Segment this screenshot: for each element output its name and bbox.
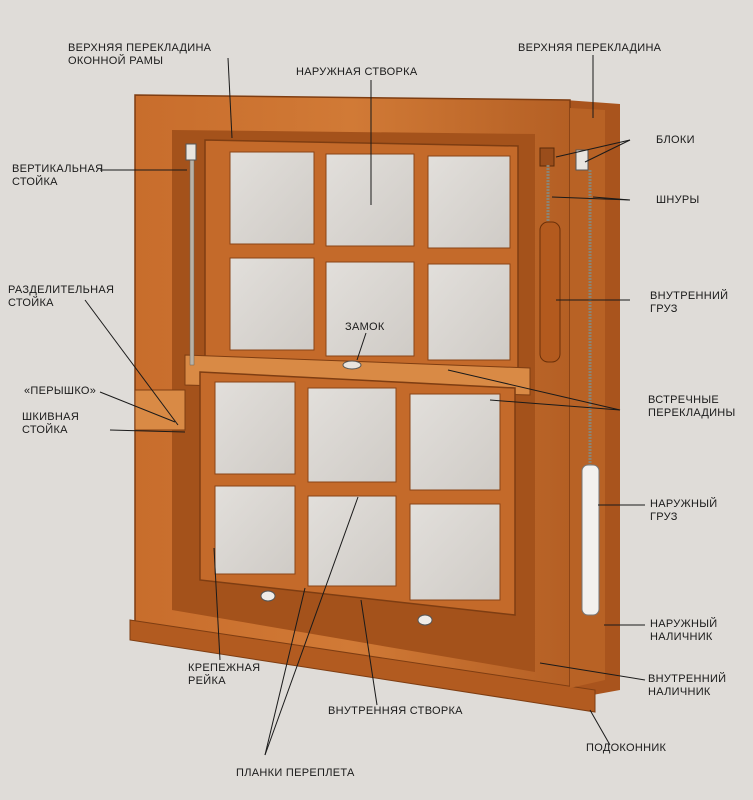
label-meeting-rails: ВСТРЕЧНЫЕ ПЕРЕКЛАДИНЫ [648, 394, 736, 419]
label-cords: ШНУРЫ [656, 194, 700, 206]
label-outer-frame-top-rail: ВЕРХНЯЯ ПЕРЕКЛАДИНА ОКОННОЙ РАМЫ [68, 42, 212, 67]
label-vertical-stile: ВЕРТИКАЛЬНАЯ СТОЙКА [12, 163, 104, 188]
label-feather: «ПЕРЫШКО» [24, 385, 97, 397]
label-outer-sash: НАРУЖНАЯ СТВОРКА [296, 66, 418, 78]
label-glazing-bars: ПЛАНКИ ПЕРЕПЛЕТА [236, 767, 355, 779]
label-lock: ЗАМОК [345, 321, 385, 333]
label-sill: ПОДОКОННИК [586, 742, 667, 754]
pulley-stile-cutaway [134, 389, 186, 431]
sash-lift-left [260, 590, 276, 602]
label-outer-trim: НАРУЖНЫЙ НАЛИЧНИК [650, 618, 718, 643]
left-pulley [185, 143, 197, 161]
inner-weight [539, 221, 561, 363]
outer-sash-panes [229, 151, 511, 361]
pulley-1 [539, 147, 555, 167]
leader-lines [84, 55, 646, 756]
label-outer-weight: НАРУЖНЫЙ ГРУЗ [650, 498, 718, 523]
label-parting-stile: РАЗДЕЛИТЕЛЬНАЯ СТОЙКА [8, 284, 115, 309]
pulley-2 [575, 149, 589, 171]
sash-lift-right [417, 614, 433, 626]
inner-sash-panes [214, 381, 501, 601]
label-top-rail: ВЕРХНЯЯ ПЕРЕКЛАДИНА [518, 42, 662, 54]
sash-lock [342, 360, 362, 370]
sill [129, 619, 596, 713]
label-inner-weight: ВНУТРЕННИЙ ГРУЗ [650, 290, 729, 315]
outer-weight [581, 464, 600, 616]
label-pulley-stile: ШКИВНАЯ СТОЙКА [22, 411, 80, 436]
label-pulleys: БЛОКИ [656, 134, 695, 146]
label-inner-sash: ВНУТРЕННЯЯ СТВОРКА [328, 705, 463, 717]
left-cord [189, 149, 195, 366]
label-fixing-strip: КРЕПЕЖНАЯ РЕЙКА [188, 662, 261, 687]
label-inner-trim: ВНУТРЕННИЙ НАЛИЧНИК [648, 673, 727, 698]
